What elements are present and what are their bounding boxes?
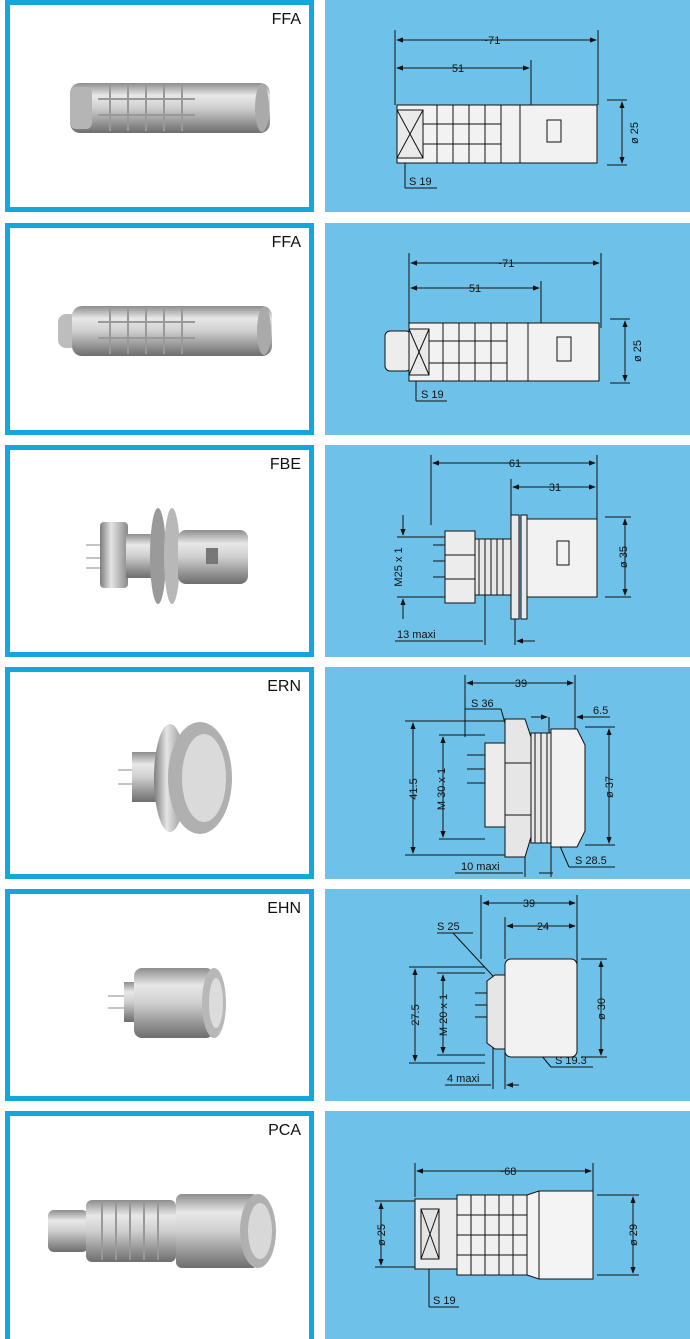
ffa-dimension-drawing: ~71 51 ø 25 S 19 — [384, 253, 644, 402]
dim-panel: 4 maxi — [447, 1073, 479, 1085]
dim-wrench-1: S 25 — [437, 921, 460, 933]
dim-overall: 61 — [509, 458, 521, 470]
photo-panel: EHN — [5, 889, 314, 1101]
product-code: EHN — [267, 900, 301, 917]
dim-height: 41.5 — [408, 778, 420, 799]
dim-wrench: S 19 — [433, 1295, 456, 1307]
dimension-drawing: 39 S 36 6.5 41.5 M 30 x 1 ø 37 10 maxi S… — [325, 667, 690, 879]
fbe-connector-photo — [86, 508, 248, 604]
product-row-ehn: EHN — [0, 889, 690, 1101]
dim-wrench-2: S 28.5 — [575, 855, 607, 867]
product-code: FFA — [271, 234, 301, 251]
dim-overall: ~71 — [496, 258, 515, 270]
photo-panel: FFA — [5, 0, 314, 212]
ffa-dimension-drawing: ~71 51 ø 25 S 19 — [394, 30, 641, 189]
dimension-drawing: 61 31 M25 x 1 ø 35 13 maxi — [325, 445, 690, 657]
photo-panel: ERN — [5, 667, 314, 879]
dim-body: 51 — [469, 283, 481, 295]
pca-connector-photo — [48, 1194, 276, 1268]
dim-diameter: ø 25 — [629, 122, 641, 144]
product-row-ffa-2: FFA ~71 51 ø 25 S — [0, 223, 690, 435]
product-code: FBE — [269, 456, 301, 473]
pca-dimension-drawing: ~68 ø 25 ø 29 S 19 — [375, 1163, 640, 1308]
product-code: PCA — [268, 1122, 301, 1139]
dim-panel: 13 maxi — [397, 629, 436, 641]
dim-diameter-1: ø 25 — [376, 1224, 388, 1246]
dimension-drawing: ~68 ø 25 ø 29 S 19 — [325, 1111, 690, 1339]
dim-body: 51 — [452, 63, 464, 75]
dim-flange: 6.5 — [593, 705, 608, 717]
dim-wrench: S 19 — [409, 176, 432, 188]
photo-panel: FFA — [5, 223, 314, 435]
ehn-dimension-drawing: 39 24 S 25 27.5 M 20 x 1 ø 30 4 maxi S 1… — [409, 895, 608, 1089]
dim-overall: 39 — [515, 678, 527, 690]
dim-wrench-2: S 19.3 — [555, 1055, 587, 1067]
product-code: ERN — [267, 678, 301, 695]
dim-wrench-1: S 36 — [471, 698, 494, 710]
product-code: FFA — [271, 11, 301, 28]
dim-thread: M25 x 1 — [393, 547, 405, 586]
dim-thread: M 20 x 1 — [438, 994, 450, 1036]
dim-front: 24 — [537, 921, 549, 933]
fbe-dimension-drawing: 61 31 M25 x 1 ø 35 13 maxi — [393, 455, 631, 645]
ehn-connector-photo — [108, 968, 226, 1038]
dim-diameter: ø 30 — [596, 998, 608, 1020]
dimension-drawing: ~71 51 ø 25 S 19 — [325, 0, 690, 212]
ffa-connector-photo — [58, 306, 272, 356]
product-row-ffa-1: FFA ~71 51 ø 25 S 19 — [0, 0, 690, 212]
photo-panel: PCA — [5, 1111, 314, 1339]
dim-diameter: ø 25 — [632, 340, 644, 362]
dimension-drawing: ~71 51 ø 25 S 19 — [325, 223, 690, 435]
ern-connector-photo — [118, 722, 232, 834]
dim-diameter: ø 35 — [618, 546, 630, 568]
dim-overall: 39 — [523, 898, 535, 910]
dim-overall: ~71 — [482, 35, 501, 47]
product-row-fbe: FBE — [0, 445, 690, 657]
dim-thread: M 30 x 1 — [436, 768, 448, 810]
dim-diameter-2: ø 29 — [628, 1224, 640, 1246]
dim-panel: 10 maxi — [461, 861, 500, 873]
ffa-connector-photo — [70, 83, 270, 133]
dimension-drawing: 39 24 S 25 27.5 M 20 x 1 ø 30 4 maxi S 1… — [325, 889, 690, 1101]
dim-height: 27.5 — [410, 1004, 422, 1025]
product-row-ern: ERN — [0, 667, 690, 879]
dim-wrench: S 19 — [421, 389, 444, 401]
ern-dimension-drawing: 39 S 36 6.5 41.5 M 30 x 1 ø 37 10 maxi S… — [405, 675, 616, 877]
photo-panel: FBE — [5, 445, 314, 657]
product-row-pca: PCA ~ — [0, 1111, 690, 1339]
dim-front: 31 — [549, 482, 561, 494]
dim-overall: ~68 — [498, 1166, 517, 1178]
dim-diameter: ø 37 — [604, 776, 616, 798]
